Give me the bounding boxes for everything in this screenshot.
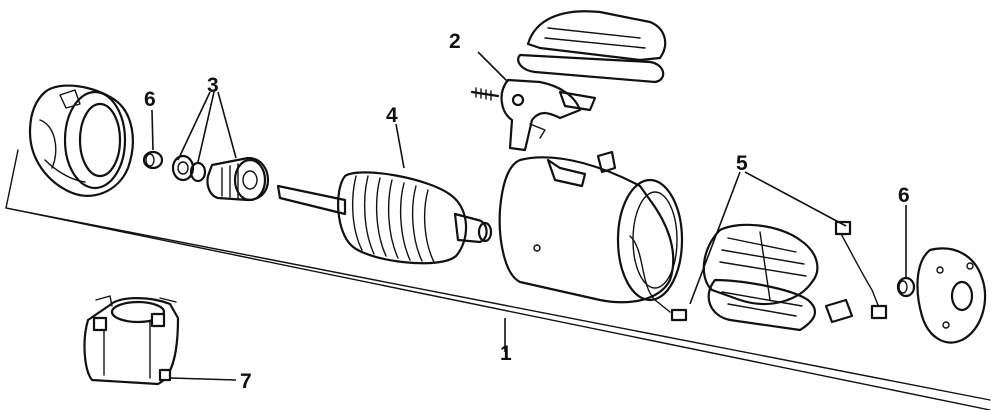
leader-lines [151,51,907,381]
end-plate [916,247,987,344]
bushing-right [896,276,916,298]
armature [276,171,493,265]
callout-labels: 1 2 3 4 5 6 6 7 [144,30,910,393]
brush-holder [702,220,888,332]
callout-7: 7 [240,370,252,393]
callout-1: 1 [500,342,512,365]
callout-2: 2 [449,30,461,53]
assembly-bracket [5,149,991,410]
callout-5: 5 [736,152,748,175]
drive-end-housing [28,84,134,197]
callout-6-right: 6 [898,184,910,207]
drive-gear-clutch [171,154,270,202]
bushing-left [142,150,164,170]
callout-4: 4 [386,104,398,127]
callout-6-left: 6 [144,88,156,111]
shift-lever [470,78,597,152]
solenoid-cover [517,10,667,84]
solenoid [83,295,180,386]
callout-3: 3 [207,74,219,97]
field-frame-housing [498,150,688,322]
